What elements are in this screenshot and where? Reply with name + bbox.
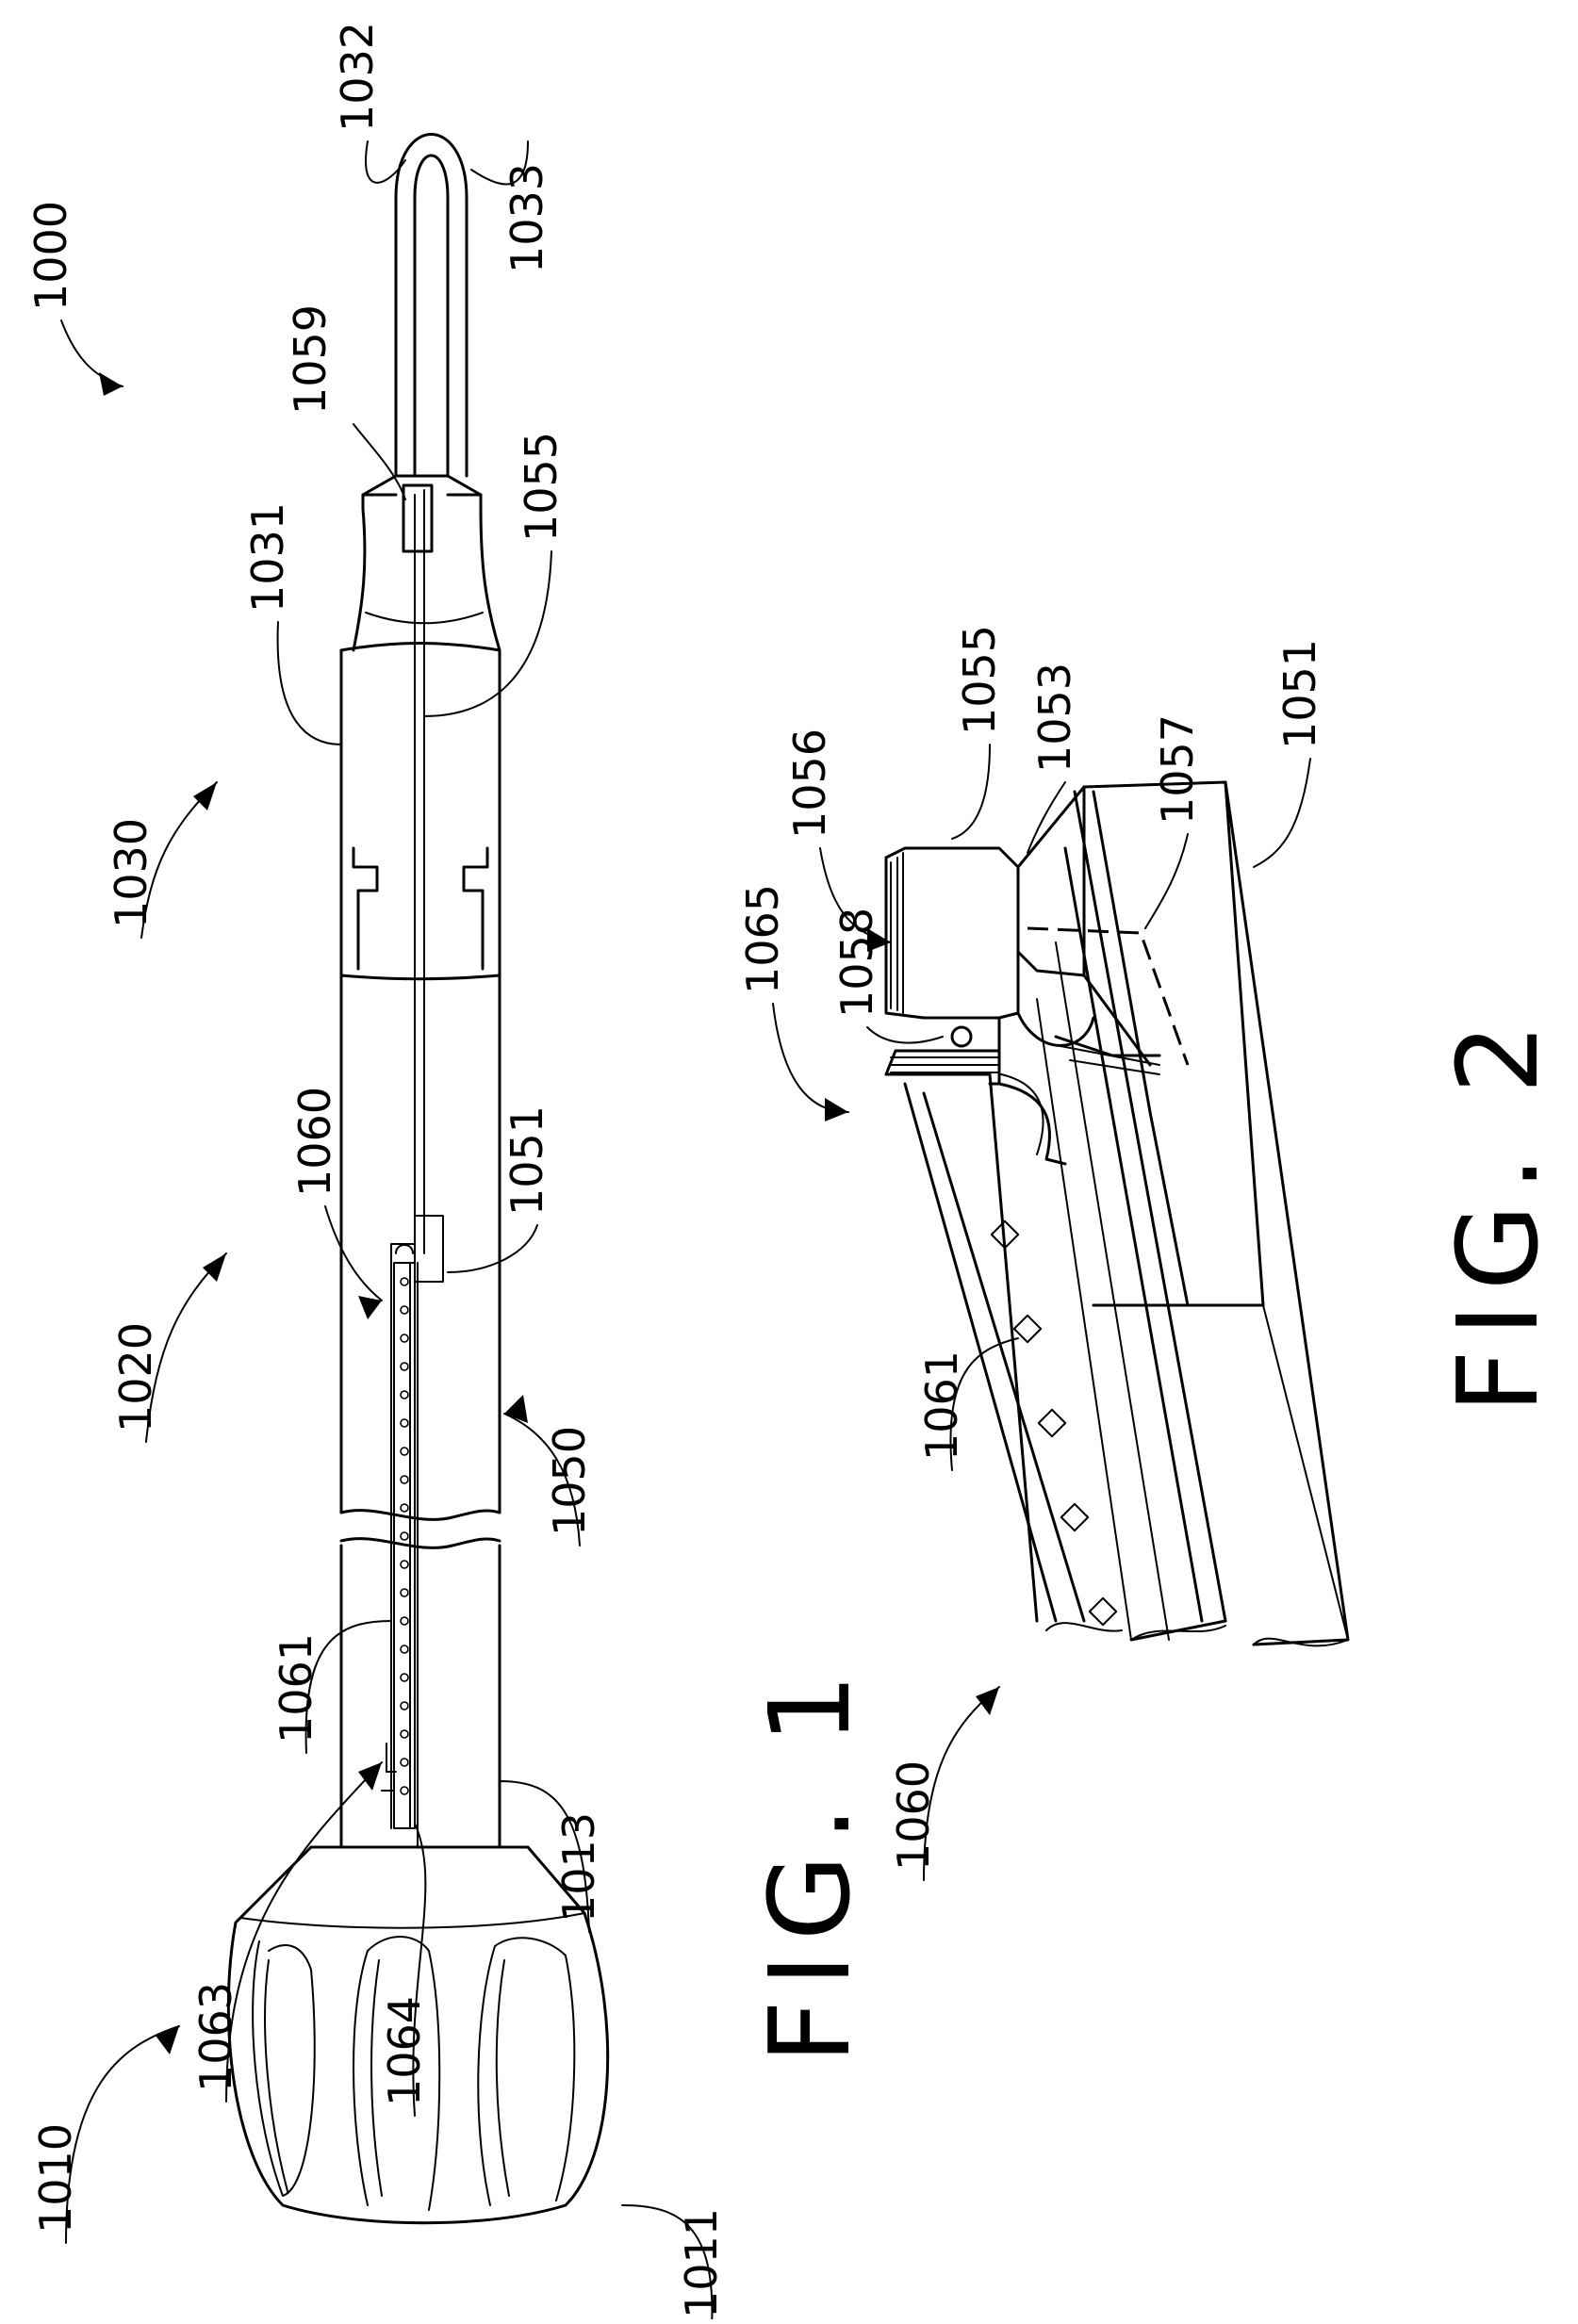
leader-1055 <box>952 745 990 839</box>
arrowhead-1060 <box>358 1296 382 1319</box>
label-1031: 1031 <box>242 502 293 613</box>
label-1055-fig1: 1055 <box>516 432 567 542</box>
label-1059: 1059 <box>285 304 336 415</box>
label-1063: 1063 <box>190 1982 241 2092</box>
label-1020: 1020 <box>110 1322 161 1432</box>
label-1032: 1032 <box>332 22 383 132</box>
label-1056: 1056 <box>784 728 835 839</box>
leader-1033 <box>471 141 528 184</box>
label-1057: 1057 <box>1152 714 1203 825</box>
leader-1051 <box>1254 759 1310 867</box>
label-1053: 1053 <box>1029 663 1080 773</box>
label-1050: 1050 <box>544 1426 595 1536</box>
label-1051-fig1: 1051 <box>501 1105 552 1216</box>
leader-1059 <box>353 424 405 499</box>
label-1060-fig1: 1060 <box>289 1087 340 1197</box>
fig1-leaders <box>61 141 712 2319</box>
leader-1060 <box>325 1206 382 1301</box>
label-1064: 1064 <box>379 1996 430 2106</box>
label-1065: 1065 <box>737 884 788 994</box>
fig2-body-1051 <box>1084 782 1348 1645</box>
arrowhead-1020 <box>203 1253 226 1282</box>
label-1060-fig2: 1060 <box>888 1760 939 1871</box>
arrowhead-1065 <box>825 1098 848 1121</box>
pad-5 <box>1090 1598 1116 1625</box>
electrode-beads <box>401 1278 408 1794</box>
leader-1058 <box>867 1027 943 1043</box>
label-1055-fig2: 1055 <box>954 625 1005 735</box>
arrowhead-1063 <box>358 1762 382 1791</box>
fig2-caption: FIG. 2 <box>1433 1010 1563 1414</box>
leader-1055 <box>424 551 551 716</box>
fig1-shaft <box>341 490 500 1847</box>
fig1-tip-assembly <box>353 135 500 651</box>
leader-1031 <box>278 622 341 745</box>
pad-3 <box>1039 1410 1065 1436</box>
figure-1: 1000 1032 1033 1059 1055 1031 1030 1060 … <box>25 22 875 2319</box>
fig1-clip-1059 <box>403 485 432 551</box>
label-1030: 1030 <box>106 818 156 928</box>
leader-1065 <box>773 1004 848 1112</box>
leader-1057 <box>1145 834 1188 928</box>
leader-1063 <box>226 1762 382 2102</box>
label-1010: 1010 <box>30 2123 81 2234</box>
label-1061-fig2: 1061 <box>916 1350 967 1461</box>
leader-1051 <box>448 1225 537 1272</box>
fig2-hole-1058 <box>952 1027 971 1046</box>
leader-1010 <box>66 2026 179 2243</box>
leader-1032 <box>366 141 405 183</box>
arrowhead-1000 <box>99 372 123 396</box>
arrowhead-1030 <box>193 782 217 810</box>
pad-4 <box>1061 1504 1088 1530</box>
label-1058: 1058 <box>831 908 882 1018</box>
label-1061-fig1: 1061 <box>271 1633 321 1743</box>
label-1033: 1033 <box>501 163 552 273</box>
label-1051-fig2: 1051 <box>1274 639 1325 749</box>
label-1011: 1011 <box>676 2208 727 2318</box>
fig1-arrowheads <box>99 372 528 2054</box>
label-1000: 1000 <box>25 201 76 311</box>
arrowhead-1060 <box>976 1687 999 1715</box>
leader-1000 <box>61 320 123 386</box>
label-1013: 1013 <box>553 1812 604 1923</box>
fig1-caption: FIG. 1 <box>745 1661 875 2064</box>
